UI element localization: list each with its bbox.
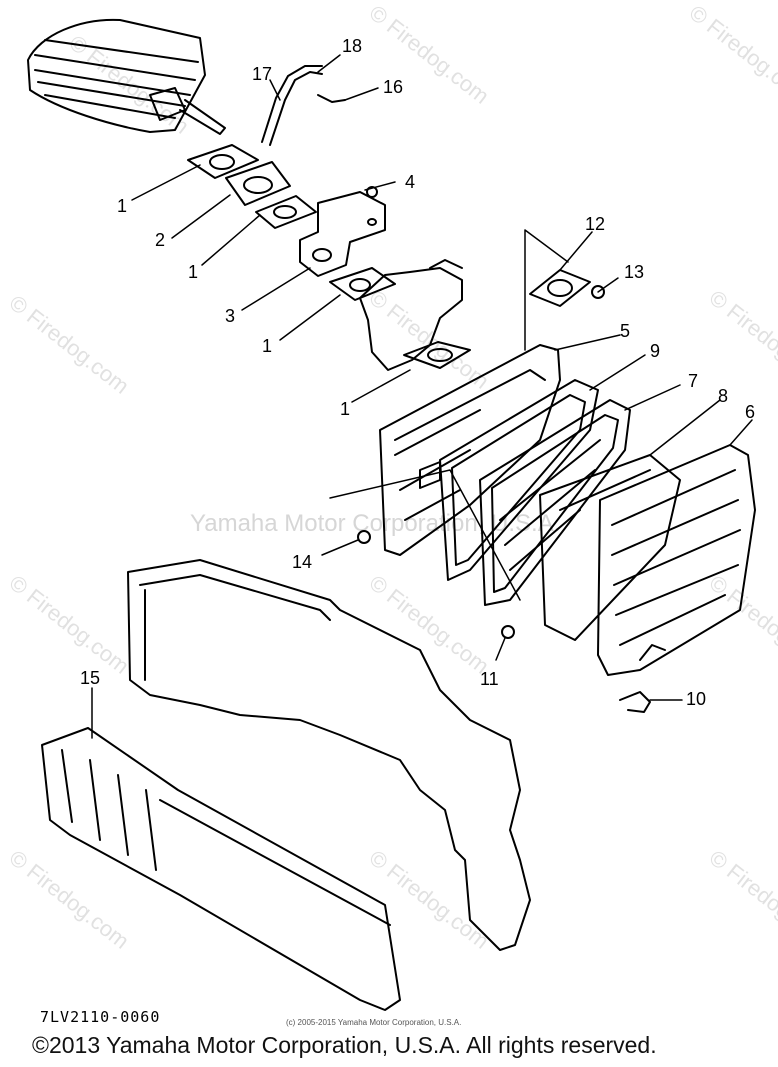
callout-label: 15 <box>80 668 100 688</box>
callout-label: 3 <box>225 306 235 326</box>
bracket <box>299 191 386 277</box>
callout-label: 1 <box>117 196 127 216</box>
callout-label: 6 <box>745 402 755 422</box>
gasket-12 <box>529 269 605 307</box>
element-frame <box>479 399 631 606</box>
callout-label: 5 <box>620 321 630 341</box>
callout-label: 1 <box>340 399 350 419</box>
cylinder-assembly <box>27 18 226 135</box>
air-filter-element <box>539 454 681 641</box>
callout-label: 12 <box>585 214 605 234</box>
case-gasket <box>439 379 599 581</box>
engine-shroud <box>127 559 531 951</box>
callout-label: 16 <box>383 77 403 97</box>
callout-label: 7 <box>688 371 698 391</box>
leader-lines <box>91 54 753 739</box>
breather-hose <box>261 65 346 146</box>
callout-labels: 1 2 1 3 1 1 4 17 18 16 12 13 5 9 7 8 6 1… <box>80 36 755 709</box>
callout-label: 17 <box>252 64 272 84</box>
screw-14 <box>357 530 371 544</box>
carburetor <box>329 259 471 371</box>
side-cover-15 <box>41 727 401 1011</box>
nut-4 <box>366 186 378 198</box>
air-cleaner-cover <box>597 444 756 676</box>
callout-label: 13 <box>624 262 644 282</box>
small-copyright: (c) 2005-2015 Yamaha Motor Corporation, … <box>286 1018 462 1027</box>
callout-label: 18 <box>342 36 362 56</box>
callout-label: 11 <box>480 669 499 689</box>
air-cleaner-case <box>379 344 561 556</box>
part-number: 7LV2110-0060 <box>40 1008 161 1026</box>
screw-11 <box>501 625 515 639</box>
clip-10 <box>619 691 651 713</box>
callout-label: 10 <box>686 689 706 709</box>
callout-label: 14 <box>292 552 312 572</box>
callout-label: 1 <box>188 262 198 282</box>
callout-label: 1 <box>262 336 272 356</box>
callout-label: 4 <box>405 172 415 192</box>
callout-label: 8 <box>718 386 728 406</box>
callout-label: 9 <box>650 341 660 361</box>
intake-gaskets <box>187 144 317 229</box>
copyright-notice: ©2013 Yamaha Motor Corporation, U.S.A. A… <box>32 1032 657 1058</box>
callout-label: 2 <box>155 230 165 250</box>
